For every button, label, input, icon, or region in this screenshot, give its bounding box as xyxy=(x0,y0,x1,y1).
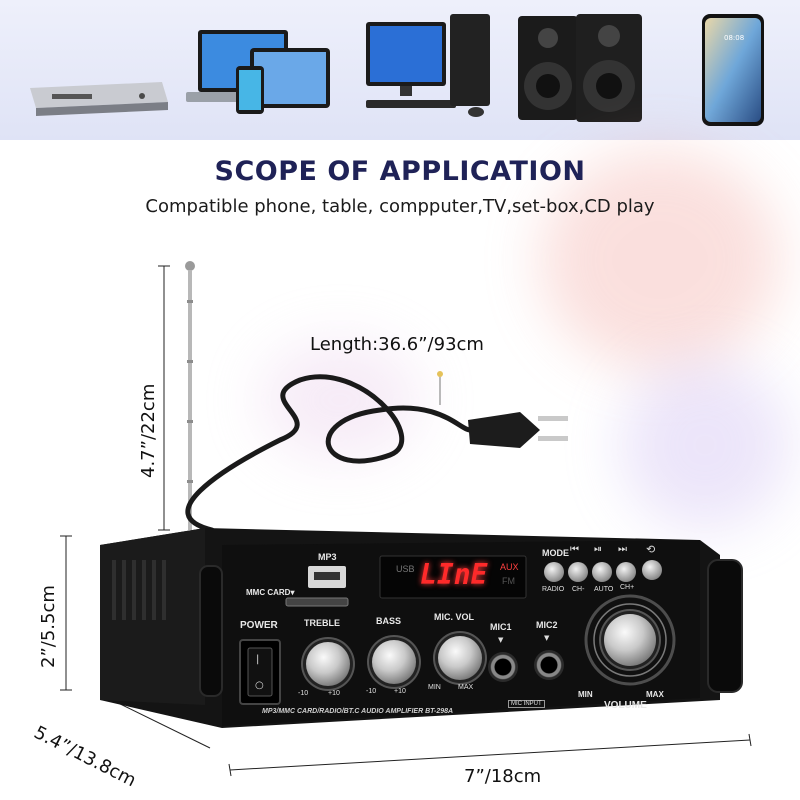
mic2-arrow-icon: ▼ xyxy=(544,634,550,642)
scope-title: SCOPE OF APPLICATION xyxy=(214,156,586,187)
treble-max-label: +10 xyxy=(328,690,340,697)
volume-label: VOLUME xyxy=(604,700,647,711)
dvd-player-image xyxy=(30,82,168,116)
mic-vol-label: MIC. VOL xyxy=(434,612,474,622)
treble-min-label: -10 xyxy=(298,690,309,697)
previous-button[interactable] xyxy=(568,562,588,582)
mic-vol-min-label: MIN xyxy=(428,684,441,691)
model-line: MP3/MMC CARD/RADIO/BT.C AUDIO AMPLIFIER … xyxy=(262,708,454,715)
volume-min-label: MIN xyxy=(578,690,593,699)
bass-label: BASS xyxy=(376,616,402,626)
led-display-text: LInE xyxy=(420,558,488,591)
mic1-label: MIC1 xyxy=(490,622,512,632)
paint-splash xyxy=(620,360,790,530)
repeat-button[interactable] xyxy=(642,560,662,580)
play-pause-icon: ⏯ xyxy=(594,544,602,555)
aux-indicator: AUX xyxy=(500,562,519,572)
mic1-jack[interactable] xyxy=(488,652,518,682)
mmc-card-label: MMC CARD▾ xyxy=(246,588,295,597)
treble-label: TREBLE xyxy=(304,618,340,628)
width-label: 7”/18cm xyxy=(464,766,542,787)
mp3-label: MP3 xyxy=(318,552,337,562)
bass-min-label: -10 xyxy=(366,688,377,695)
next-button[interactable] xyxy=(616,562,636,582)
usb-indicator: USB xyxy=(396,564,415,574)
mic-vol-max-label: MAX xyxy=(458,684,474,691)
treble-knob[interactable] xyxy=(306,642,350,686)
auto-label: AUTO xyxy=(594,586,614,593)
power-label: POWER xyxy=(240,620,278,631)
bass-max-label: +10 xyxy=(394,688,406,695)
scope-subtitle: Compatible phone, table, compputer,TV,se… xyxy=(145,196,655,217)
ch-plus-label: CH+ xyxy=(620,584,635,591)
device-banner: 08:08 xyxy=(0,0,800,140)
mic-input-label: MIC INPUT xyxy=(508,700,545,708)
mic2-jack[interactable] xyxy=(534,650,564,680)
ch-minus-label: CH- xyxy=(572,586,585,593)
bass-knob[interactable] xyxy=(372,640,416,684)
mic2-label: MIC2 xyxy=(536,620,558,630)
desktop-computer-image xyxy=(366,14,490,117)
laptop-and-tablets-image xyxy=(186,30,330,114)
unit-height-label: 2”/5.5cm xyxy=(38,585,59,668)
paint-splash xyxy=(260,340,420,460)
fm-indicator: FM xyxy=(502,576,515,586)
volume-max-label: MAX xyxy=(646,690,664,699)
power-switch-mark: | xyxy=(256,654,260,665)
smartphone-image xyxy=(702,14,764,126)
play-pause-button[interactable] xyxy=(592,562,612,582)
prev-icon: ⏮ xyxy=(570,544,579,555)
speakers-image xyxy=(518,14,642,122)
volume-knob[interactable] xyxy=(604,614,656,666)
next-icon: ⏭ xyxy=(618,544,627,555)
antenna-height-label: 4.7”/22cm xyxy=(138,383,159,478)
mic1-arrow-icon: ▼ xyxy=(498,636,504,644)
radio-label: RADIO xyxy=(542,586,565,593)
mic-volume-knob[interactable] xyxy=(438,636,482,680)
power-switch-off-mark: ○ xyxy=(255,680,264,691)
paint-splash xyxy=(540,150,780,370)
phone-time: 08:08 xyxy=(724,34,745,42)
repeat-icon: ⟲ xyxy=(646,543,656,556)
mode-button[interactable] xyxy=(544,562,564,582)
cord-length-label: Length:36.6”/93cm xyxy=(310,334,484,355)
mode-label: MODE xyxy=(542,548,569,558)
